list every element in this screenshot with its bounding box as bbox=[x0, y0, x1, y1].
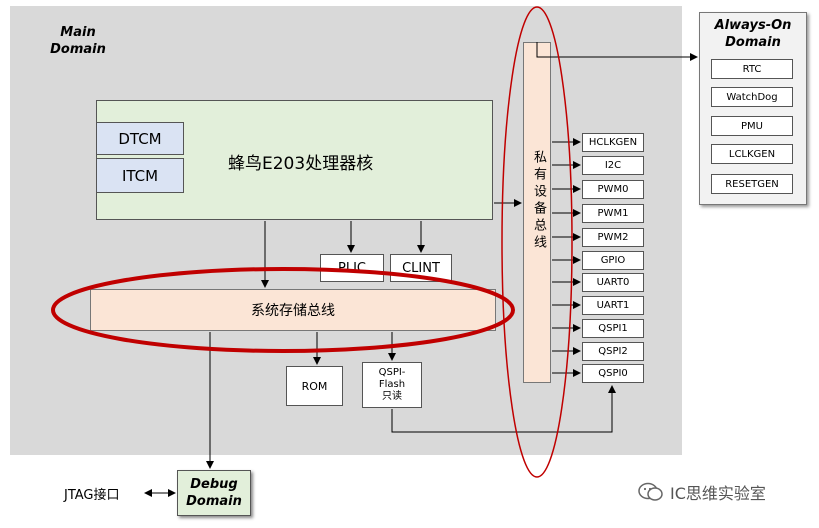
ao-lclkgen: LCLKGEN bbox=[711, 144, 793, 164]
ao-rtc: RTC bbox=[711, 59, 793, 79]
private-device-bus bbox=[523, 42, 551, 383]
always-on-title: Always-On Domain bbox=[699, 17, 807, 51]
debug-title-line1: Debug bbox=[190, 477, 238, 492]
private-bus-label: 私有设备总线 bbox=[531, 150, 546, 252]
watermark-text: IC思维实验室 bbox=[670, 484, 766, 503]
pbus-to-aon-line bbox=[536, 42, 698, 61]
periph-qspi2: QSPI2 bbox=[582, 342, 644, 361]
wechat-icon bbox=[638, 482, 663, 501]
dtcm: DTCM bbox=[96, 122, 184, 155]
ao-resetgen: RESETGEN bbox=[711, 174, 793, 194]
periph-pwm2: PWM2 bbox=[582, 228, 644, 247]
periph-i2c: I2C bbox=[582, 156, 644, 175]
qspi-flash-line2: Flash bbox=[378, 379, 406, 390]
pbus-highlight-ellipse bbox=[501, 6, 573, 478]
periph-uart1: UART1 bbox=[582, 296, 644, 315]
sysbus-highlight-ellipse bbox=[51, 267, 515, 353]
periph-gpio: GPIO bbox=[582, 251, 644, 270]
itcm: ITCM bbox=[96, 158, 184, 193]
core-label: 蜂鸟E203处理器核 bbox=[228, 154, 374, 174]
qspi-flash-box: QSPI- Flash 只读 bbox=[362, 362, 422, 408]
main-domain-title: Main Domain bbox=[48, 24, 108, 58]
debug-title-line2: Domain bbox=[186, 494, 242, 509]
qspi-flash-line3: 只读 bbox=[382, 391, 402, 402]
periph-qspi1: QSPI1 bbox=[582, 319, 644, 338]
watermark: IC思维实验室 bbox=[638, 480, 766, 504]
system-storage-bus: 系统存储总线 bbox=[90, 289, 496, 331]
always-on-domain bbox=[699, 12, 807, 205]
qspi-flash-line1: QSPI- bbox=[378, 367, 406, 378]
ao-watchdog: WatchDog bbox=[711, 87, 793, 107]
main-domain bbox=[10, 6, 682, 455]
periph-pwm0: PWM0 bbox=[582, 180, 644, 199]
debug-domain: Debug Domain bbox=[177, 470, 251, 516]
periph-qspi0: QSPI0 bbox=[582, 364, 644, 383]
always-on-title-line2: Domain bbox=[725, 35, 781, 50]
flash-to-qspi0-line bbox=[391, 385, 616, 433]
jtag-label: JTAG接口 bbox=[64, 488, 120, 503]
ao-pmu: PMU bbox=[711, 116, 793, 136]
rom-box: ROM bbox=[286, 366, 343, 406]
periph-uart0: UART0 bbox=[582, 273, 644, 292]
periph-pwm1: PWM1 bbox=[582, 204, 644, 223]
main-domain-title-line1: Main bbox=[60, 25, 96, 40]
always-on-title-line1: Always-On bbox=[714, 18, 792, 33]
main-domain-title-line2: Domain bbox=[50, 42, 106, 57]
periph-hclkgen: HCLKGEN bbox=[582, 133, 644, 152]
